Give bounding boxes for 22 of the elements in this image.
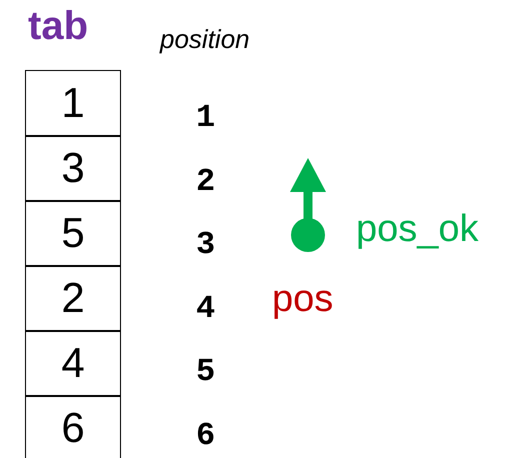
array-cell bbox=[25, 330, 121, 396]
cell-value: 2 bbox=[61, 277, 85, 320]
array-cell bbox=[25, 200, 121, 266]
cell-value: 3 bbox=[61, 147, 85, 190]
array-cell bbox=[25, 265, 121, 332]
array-cell bbox=[25, 395, 121, 458]
variable-name: pos bbox=[272, 280, 334, 318]
array-name: tab bbox=[28, 6, 88, 46]
array-cell bbox=[25, 135, 121, 202]
cell-value: 4 bbox=[61, 342, 85, 384]
index-number: 4 bbox=[196, 292, 216, 324]
variable-name: pos_ok bbox=[356, 210, 479, 248]
index-number: 5 bbox=[196, 356, 216, 388]
index-number: 2 bbox=[196, 166, 216, 198]
array-cell bbox=[25, 70, 121, 136]
index-number: 3 bbox=[196, 229, 216, 261]
cell-value: 5 bbox=[61, 212, 85, 254]
index-number: 6 bbox=[196, 420, 216, 452]
index-number: 1 bbox=[196, 102, 216, 134]
cell-value: 1 bbox=[61, 82, 85, 124]
column-heading: position bbox=[160, 26, 250, 52]
cell-value: 6 bbox=[61, 407, 85, 450]
